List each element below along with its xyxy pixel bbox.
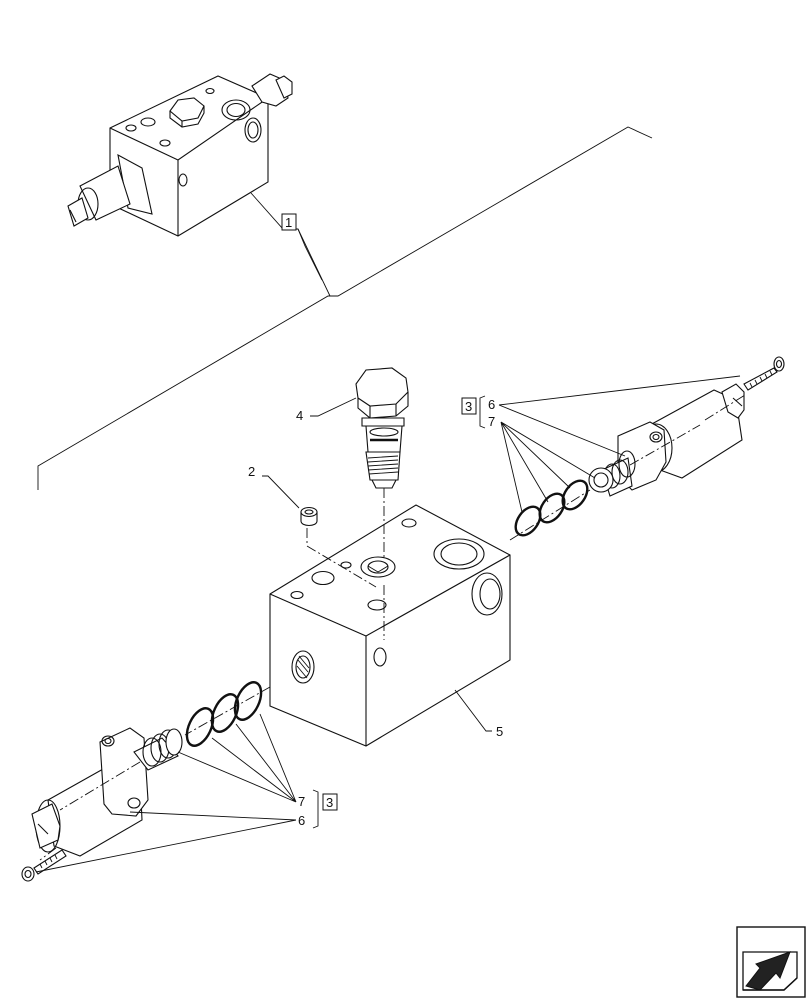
leader-1-second	[297, 228, 323, 281]
next-page-arrow-icon[interactable]	[736, 926, 806, 998]
ref-1-label: 1	[285, 215, 292, 230]
left-kit-ref-label: 3	[326, 795, 333, 810]
right-kit-callout: 3 6 7	[461, 395, 495, 429]
axis-left-solenoid	[39, 686, 271, 861]
left-callout-6: 6	[298, 813, 305, 828]
callout-2: 2	[248, 464, 255, 479]
section-break-line	[37, 126, 653, 490]
cartridge-part-4	[355, 367, 409, 489]
leader-2	[262, 475, 300, 509]
axis-part-2	[306, 528, 377, 588]
o-rings-right	[514, 479, 589, 537]
plug-part-2	[300, 506, 318, 527]
callout-4: 4	[296, 408, 303, 423]
valve-assembly-overview	[67, 73, 293, 237]
leader-1-to-assembly	[250, 192, 331, 297]
leader-right-6	[498, 375, 741, 457]
left-kit-callout: 7 6 3	[298, 789, 338, 829]
leader-left-7	[177, 713, 297, 803]
right-kit-ref-label: 3	[465, 399, 472, 414]
leader-right-7	[500, 421, 596, 513]
leader-5	[454, 689, 492, 732]
ref-1-box: 1	[281, 213, 297, 231]
o-rings-left	[185, 681, 263, 747]
axis-right-solenoid	[509, 394, 746, 541]
right-callout-6: 6	[488, 397, 495, 412]
callout-5: 5	[496, 724, 503, 739]
right-callout-7: 7	[488, 414, 495, 429]
valve-block-part-5	[269, 504, 511, 747]
leader-4	[310, 397, 357, 417]
left-callout-7: 7	[298, 794, 305, 809]
leader-left-6	[35, 811, 297, 873]
solenoid-cartridge-right	[588, 356, 785, 497]
solenoid-cartridge-left	[21, 727, 183, 882]
